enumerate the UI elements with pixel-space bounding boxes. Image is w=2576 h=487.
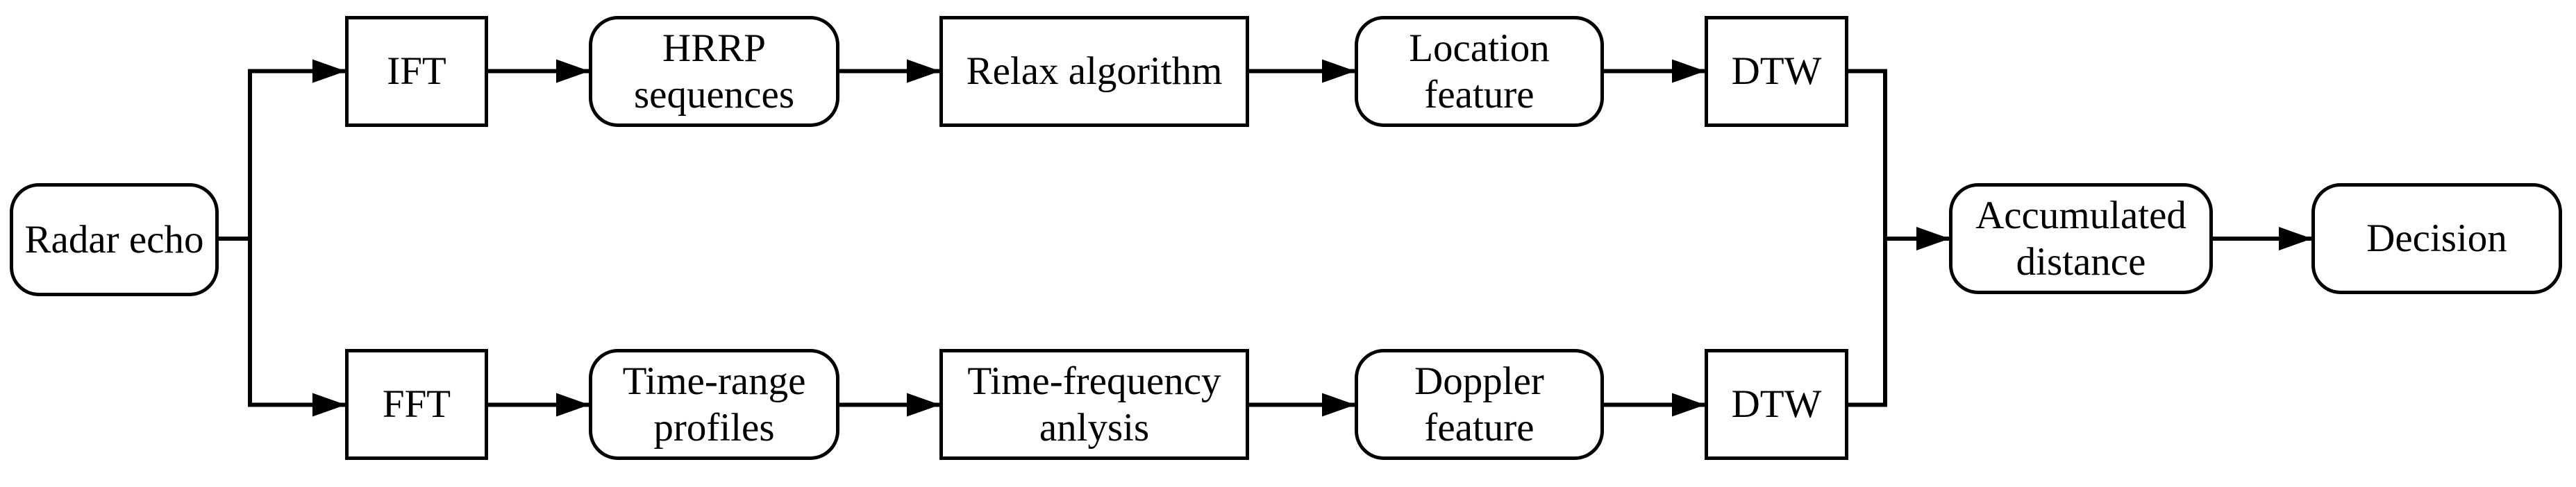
node-doppler-feature: Doppler feature: [1355, 349, 1604, 460]
node-time-range-profiles: Time-range profiles: [589, 349, 839, 460]
node-decision: Decision: [2311, 183, 2562, 294]
node-hrrp-sequences-label: HRRP sequences: [633, 26, 795, 117]
edge-dtw-top-merge: [1848, 69, 1887, 239]
node-ift: IFT: [345, 16, 488, 127]
node-doppler-feature-label: Doppler feature: [1414, 359, 1544, 450]
node-location-feature-label: Location feature: [1409, 26, 1550, 117]
node-location-feature: Location feature: [1355, 16, 1604, 127]
node-decision-label: Decision: [2366, 216, 2507, 261]
node-time-range-profiles-label: Time-range profiles: [622, 359, 806, 450]
node-radar-echo-label: Radar echo: [24, 217, 204, 262]
node-fft: FFT: [345, 349, 488, 460]
node-dtw-top: DTW: [1705, 16, 1848, 127]
node-time-frequency-anlysis-label: Time-frequency anlysis: [967, 359, 1221, 450]
node-relax-algorithm-label: Relax algorithm: [966, 49, 1223, 94]
node-dtw-bottom-label: DTW: [1731, 382, 1822, 427]
node-ift-label: IFT: [387, 49, 446, 94]
node-accumulated-distance: Accumulated distance: [1949, 183, 2213, 294]
node-dtw-bottom: DTW: [1705, 349, 1848, 460]
node-accumulated-distance-label: Accumulated distance: [1975, 193, 2186, 284]
node-time-frequency-anlysis: Time-frequency anlysis: [939, 349, 1249, 460]
node-fft-label: FFT: [382, 382, 451, 427]
node-hrrp-sequences: HRRP sequences: [589, 16, 839, 127]
node-dtw-top-label: DTW: [1731, 49, 1822, 94]
node-radar-echo: Radar echo: [10, 183, 219, 296]
node-relax-algorithm: Relax algorithm: [939, 16, 1249, 127]
edge-dtw-bottom-merge: [1848, 239, 1887, 407]
